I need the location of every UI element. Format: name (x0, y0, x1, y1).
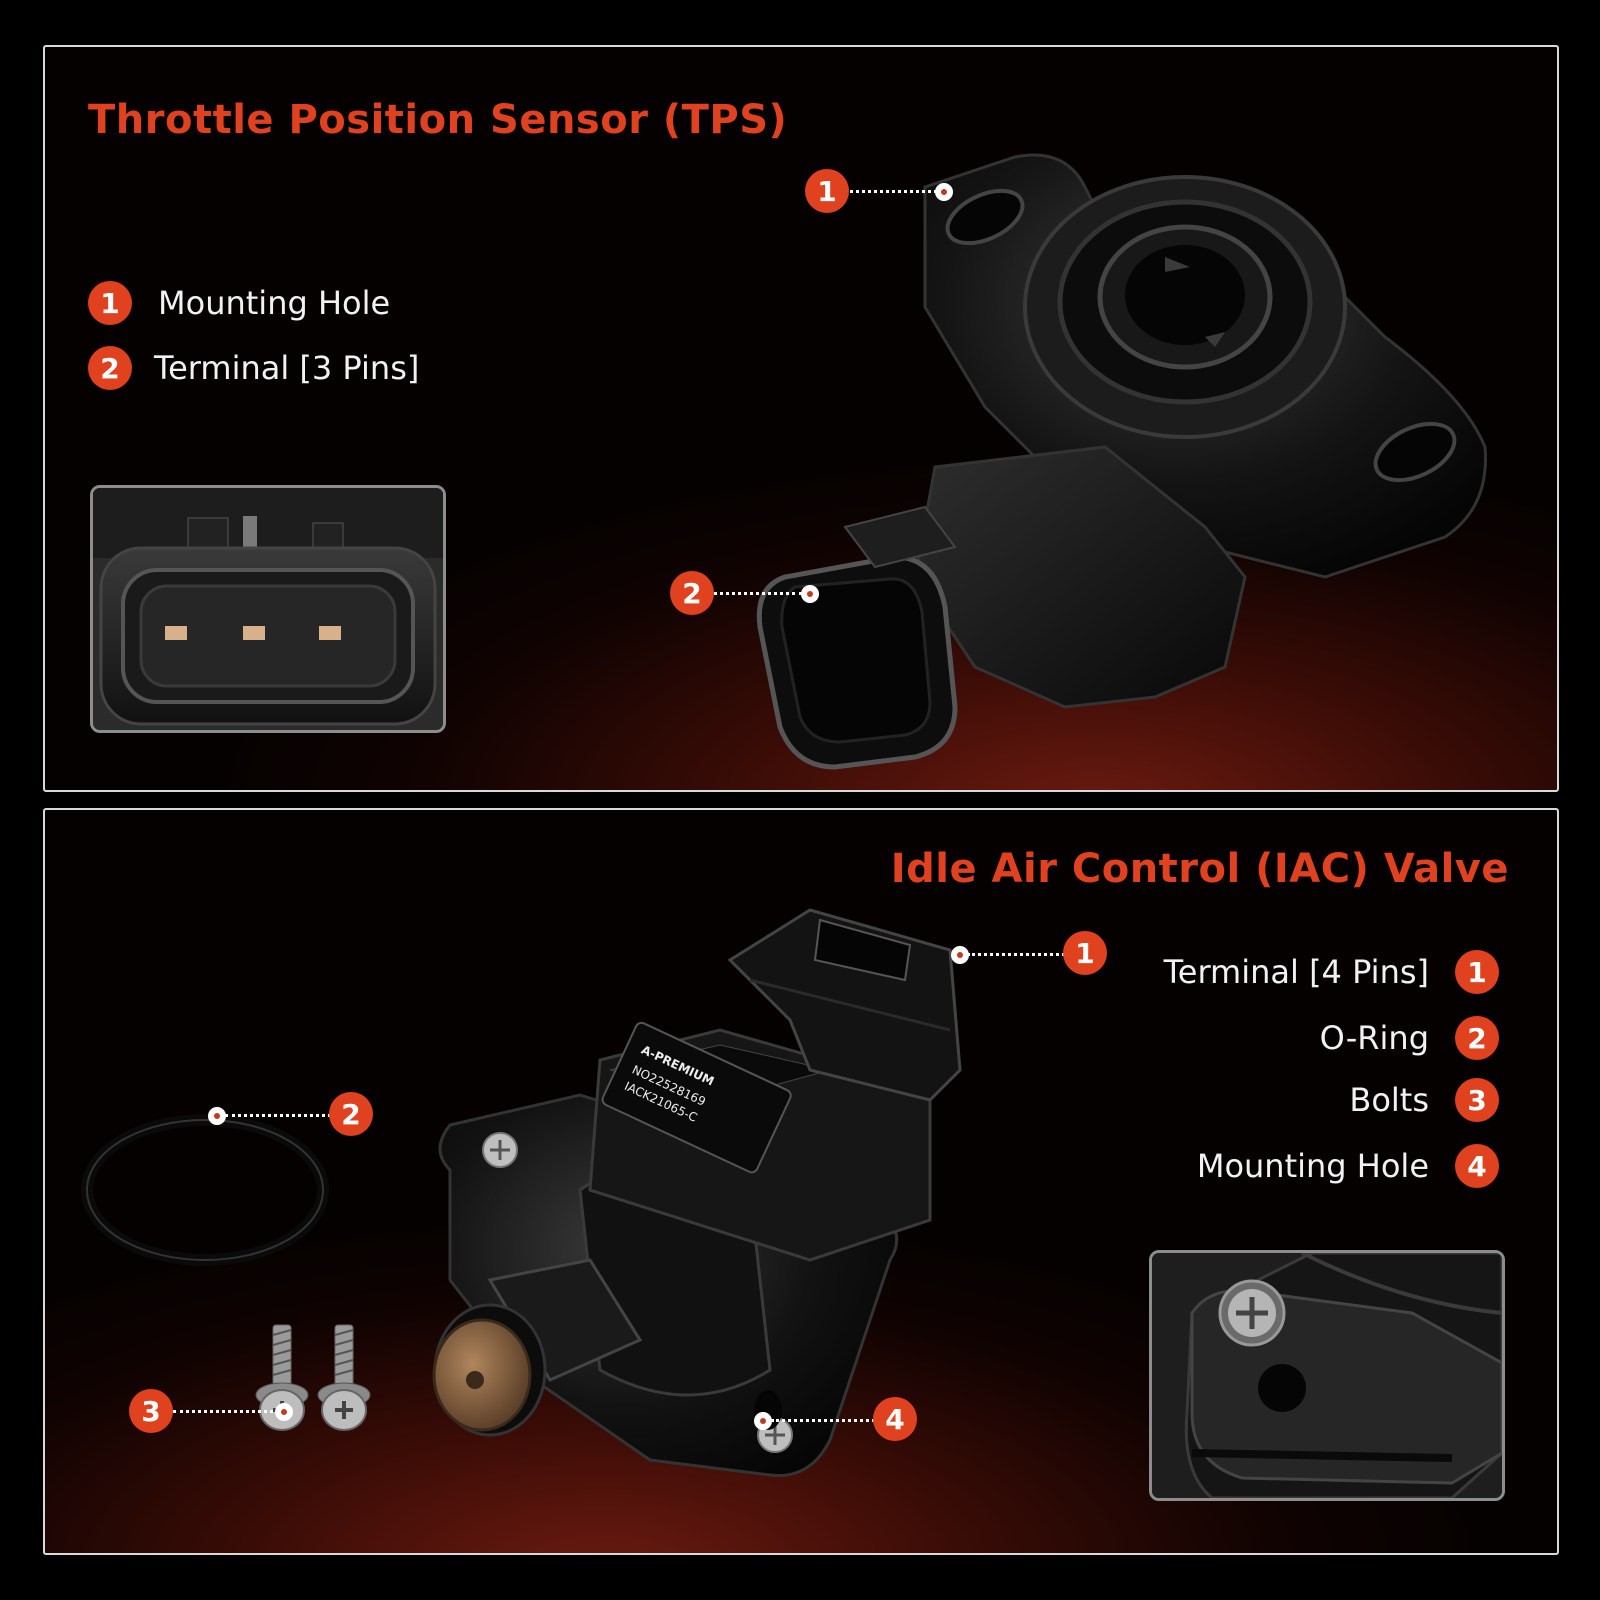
tps-legend-badge-1: 1 (88, 281, 132, 325)
iac-callout-2-line (225, 1114, 343, 1117)
iac-callout-3-line (173, 1410, 279, 1413)
tps-legend-item-1: 1 Mounting Hole (88, 281, 390, 325)
iac-panel: Idle Air Control (IAC) Valve Terminal [4… (43, 808, 1559, 1555)
o-ring-image (81, 1114, 329, 1266)
bolts-image (255, 1324, 371, 1431)
iac-callout-3-badge: 3 (129, 1389, 173, 1433)
tps-callout-2-line (695, 592, 803, 595)
tps-panel: Throttle Position Sensor (TPS) 1 Mountin… (43, 45, 1559, 792)
iac-legend-item-3: Bolts 3 (1349, 1078, 1499, 1122)
iac-legend-label-1: Terminal [4 Pins] (1163, 953, 1429, 991)
iac-legend-label-2: O-Ring (1319, 1019, 1429, 1057)
iac-legend-item-1: Terminal [4 Pins] 1 (1164, 950, 1499, 994)
tps-callout-1-badge: 1 (805, 169, 849, 213)
iac-product-image: A-PREMIUM NO22528169 IACK21065-C (432, 908, 962, 1478)
tps-connector-closeup (90, 485, 446, 733)
iac-legend-badge-2: 2 (1455, 1016, 1499, 1060)
tps-product-image (756, 153, 1487, 770)
iac-legend-badge-3: 3 (1455, 1078, 1499, 1122)
tps-callout-1-pin (935, 183, 953, 201)
tps-callout-2-pin (801, 585, 819, 603)
iac-legend-item-4: Mounting Hole 4 (1197, 1144, 1499, 1188)
tps-connector-closeup-image (93, 488, 443, 730)
tps-legend-label-1: Mounting Hole (158, 284, 391, 322)
iac-callout-1-badge: 1 (1063, 931, 1107, 975)
iac-mounting-hole-closeup (1149, 1250, 1505, 1501)
iac-title: Idle Air Control (IAC) Valve (890, 846, 1509, 892)
iac-callout-4-pin (754, 1412, 772, 1430)
tps-legend-badge-2: 2 (88, 346, 132, 390)
tps-legend-label-2: Terminal [3 Pins] (154, 349, 420, 387)
tps-legend-item-2: 2 Terminal [3 Pins] (88, 346, 419, 390)
iac-callout-1-line (967, 953, 1077, 956)
tps-title: Throttle Position Sensor (TPS) (88, 97, 788, 143)
iac-callout-3-pin (275, 1403, 293, 1421)
iac-callout-4-badge: 4 (873, 1397, 917, 1441)
iac-legend-badge-1: 1 (1455, 950, 1499, 994)
iac-callout-2-badge: 2 (329, 1092, 373, 1136)
tps-callout-2-badge: 2 (670, 571, 714, 615)
iac-mounting-hole-closeup-image (1152, 1253, 1502, 1498)
tps-callout-1-line (845, 190, 937, 193)
iac-legend-badge-4: 4 (1455, 1144, 1499, 1188)
iac-legend-label-3: Bolts (1349, 1081, 1429, 1119)
iac-callout-4-line (771, 1419, 881, 1422)
iac-callout-2-pin (208, 1107, 226, 1125)
iac-legend-item-2: O-Ring 2 (1320, 1016, 1499, 1060)
iac-legend-label-4: Mounting Hole (1196, 1147, 1429, 1185)
